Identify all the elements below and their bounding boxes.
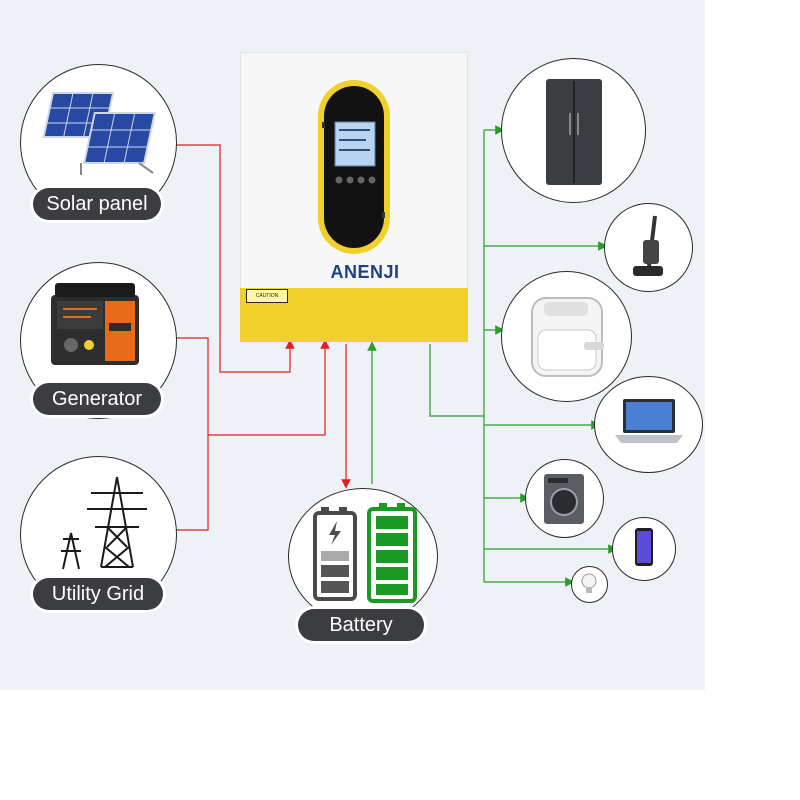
laptop-icon — [615, 399, 683, 443]
inverter-output-line — [429, 344, 484, 417]
input-lines — [176, 144, 351, 531]
connection-lines — [176, 125, 618, 587]
generator-icon — [51, 283, 139, 365]
smartphone-icon — [635, 528, 653, 566]
diagram-canvas: ANENJI CAUTION Solar panel — [0, 0, 705, 690]
wet-vacuum-icon — [633, 215, 663, 276]
refrigerator-icon — [546, 79, 602, 185]
output-lines — [367, 125, 618, 587]
battery-icon — [313, 503, 417, 603]
battery-label: Battery — [298, 609, 424, 641]
caution-label: CAUTION — [246, 289, 288, 303]
load-laptop-circle — [594, 376, 703, 473]
battery-circle — [288, 488, 438, 625]
solar-panel-icon — [42, 92, 156, 175]
light-bulb-icon — [581, 573, 597, 593]
gen-grid-bus-line — [208, 339, 330, 436]
utility-grid-label: Utility Grid — [33, 578, 163, 610]
battery-gray-icon — [313, 507, 357, 601]
generator-to-inverter-line — [176, 337, 209, 531]
load-refrigerator-circle — [501, 58, 646, 203]
washing-machine-icon — [544, 474, 584, 524]
power-tower-icon — [61, 476, 147, 570]
load-washer-circle — [525, 459, 604, 538]
load-bulb-circle — [571, 566, 608, 603]
brand-logo: ANENJI — [330, 262, 400, 282]
load-vacuum-circle — [604, 203, 693, 292]
air-fryer-icon — [531, 297, 604, 377]
battery-green-icon — [367, 503, 417, 603]
solar-panel-label: Solar panel — [33, 188, 161, 220]
solar-to-inverter-line — [176, 144, 295, 373]
load-air-fryer-circle — [501, 271, 632, 402]
generator-label: Generator — [33, 383, 161, 415]
load-phone-circle — [612, 517, 676, 581]
